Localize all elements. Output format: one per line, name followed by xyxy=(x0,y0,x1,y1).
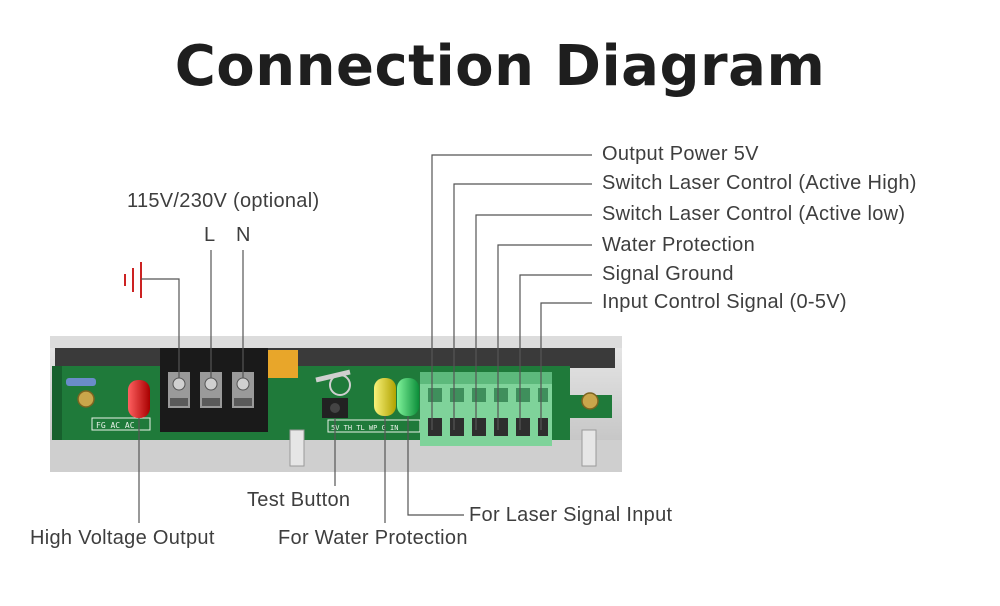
led-laser-signal xyxy=(397,378,419,416)
signal-terminal-block xyxy=(420,372,552,446)
label-switch-laser-active-low: Switch Laser Control (Active low) xyxy=(602,203,906,225)
pcb-silkscreen-right: 5V TH TL WP G IN xyxy=(331,424,398,432)
pcb-silkscreen-left: FG AC AC xyxy=(96,421,135,430)
led-high-voltage xyxy=(128,380,150,418)
page-title: Connection Diagram xyxy=(174,34,826,99)
label-laser-signal-input: For Laser Signal Input xyxy=(469,504,673,526)
terminal-n-label: N xyxy=(236,224,251,246)
ac-terminal-block xyxy=(160,348,268,432)
label-signal-ground: Signal Ground xyxy=(602,263,734,285)
label-switch-laser-active-high: Switch Laser Control (Active High) xyxy=(602,172,917,194)
label-water-protection: Water Protection xyxy=(602,234,756,256)
leader-lines xyxy=(138,154,592,523)
terminal-l-label: L xyxy=(204,224,216,246)
led-water-protection xyxy=(374,378,396,416)
label-for-water-protection: For Water Protection xyxy=(278,527,468,549)
label-input-control-signal: Input Control Signal (0-5V) xyxy=(602,291,847,313)
input-voltage-label: 115V/230V (optional) xyxy=(127,190,320,212)
label-output-power-5v: Output Power 5V xyxy=(602,143,759,165)
label-high-voltage-output: High Voltage Output xyxy=(30,527,215,549)
label-test-button: Test Button xyxy=(247,489,351,511)
ground-icon xyxy=(124,262,142,298)
